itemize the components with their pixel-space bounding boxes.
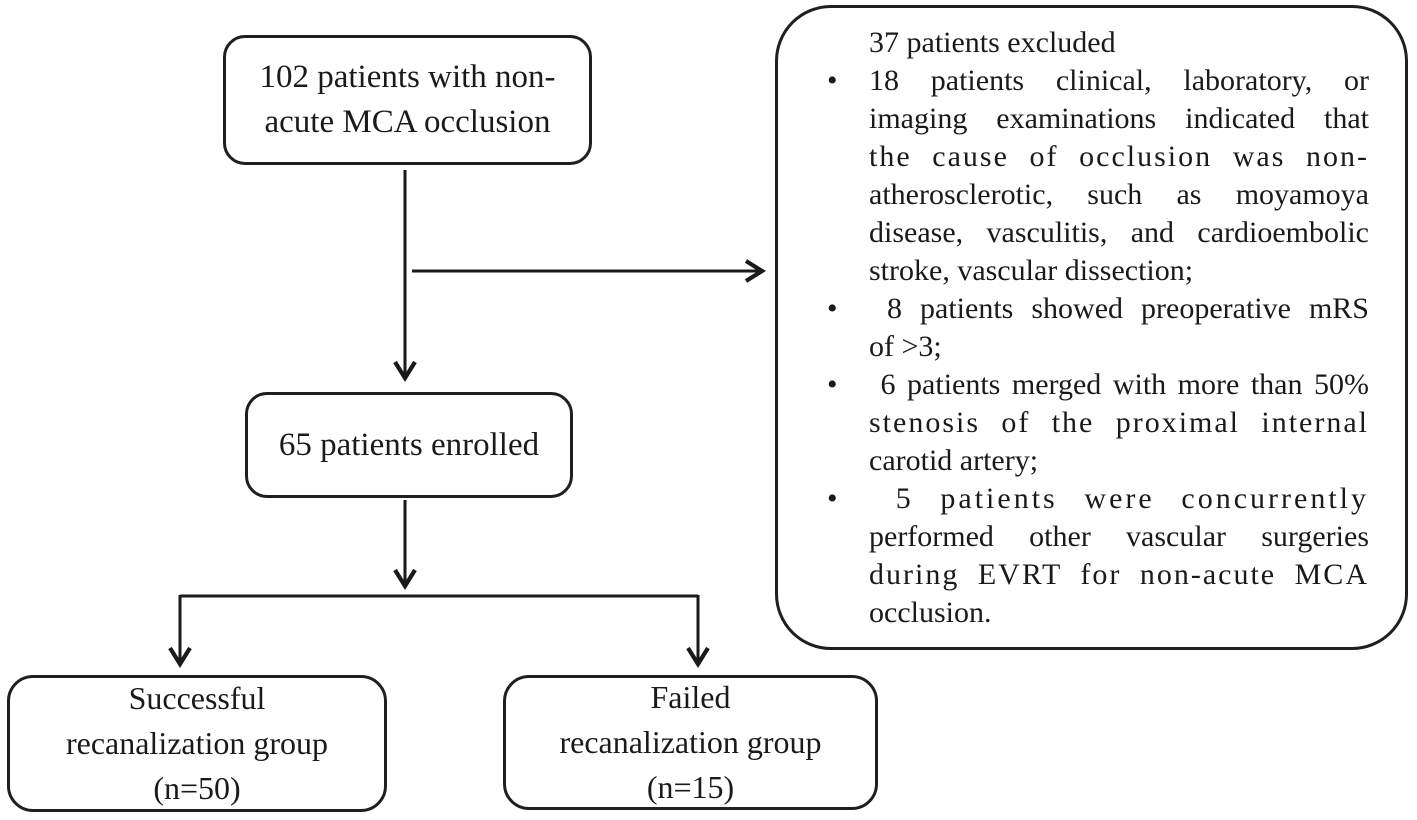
node-enrolled-patients: 65 patients enrolled [245, 392, 573, 498]
node-text-line: Successful [128, 680, 266, 716]
exclusion-text-line: the cause of occlusion was non- [869, 140, 1369, 173]
exclusion-text-line: imaging examinations indicated that [869, 102, 1369, 135]
node-total-patients: 102 patients with non- acute MCA occlusi… [223, 35, 592, 165]
node-text-line: recanalization group [559, 724, 822, 760]
node-text-line: 102 patients with non- [259, 59, 556, 95]
exclusion-title: 37 patients excluded [869, 26, 1116, 59]
node-text-line: (n=50) [153, 770, 241, 806]
exclusion-text-line: carotid artery; [869, 444, 1039, 477]
node-failed-recanalization: Failed recanalization group (n=15) [503, 675, 878, 810]
exclusion-text-line: during EVRT for non-acute MCA [869, 558, 1369, 591]
exclusion-text-line: 8 patients showed preoperative mRS [869, 292, 1369, 325]
node-text-line: (n=15) [646, 769, 735, 805]
exclusion-text-line: 6 patients merged with more than 50% [869, 368, 1369, 401]
exclusion-text-line: stenosis of the proximal internal [869, 406, 1369, 439]
node-text-line: Failed [650, 679, 731, 715]
exclusion-bullet-1: • 18 patients clinical, laboratory, or i… [827, 62, 1369, 290]
exclusion-text-line: of >3; [869, 330, 942, 363]
exclusion-bullet-3: • 6 patients merged with more than 50% s… [827, 366, 1369, 480]
exclusion-text-line: 18 patients clinical, laboratory, or [869, 64, 1369, 97]
exclusion-text-line: performed other vascular surgeries [869, 520, 1369, 553]
bullet-icon: • [827, 64, 838, 97]
node-excluded-patients: 37 patients excluded • 18 patients clini… [775, 5, 1408, 650]
bullet-icon: • [827, 482, 838, 515]
exclusion-text-line: disease, vasculitis, and cardioembolic [869, 216, 1369, 249]
exclusion-text-line: atherosclerotic, such as moyamoya [869, 178, 1369, 211]
node-text-line: recanalization group [65, 725, 329, 761]
exclusion-bullet-4: • 5 patients were concurrently performed… [827, 480, 1369, 632]
exclusion-text-line: 5 patients were concurrently [869, 482, 1369, 515]
node-successful-recanalization: Successful recanalization group (n=50) [7, 675, 387, 812]
exclusion-text-line: occlusion. [869, 596, 992, 629]
bullet-icon: • [827, 368, 838, 401]
node-text-line: 65 patients enrolled [278, 426, 540, 463]
node-text-line: acute MCA occlusion [264, 104, 551, 140]
exclusion-text-line: stroke, vascular dissection; [869, 254, 1194, 287]
exclusion-bullet-2: • 8 patients showed preoperative mRS of … [827, 290, 1369, 366]
bullet-icon: • [827, 292, 838, 325]
